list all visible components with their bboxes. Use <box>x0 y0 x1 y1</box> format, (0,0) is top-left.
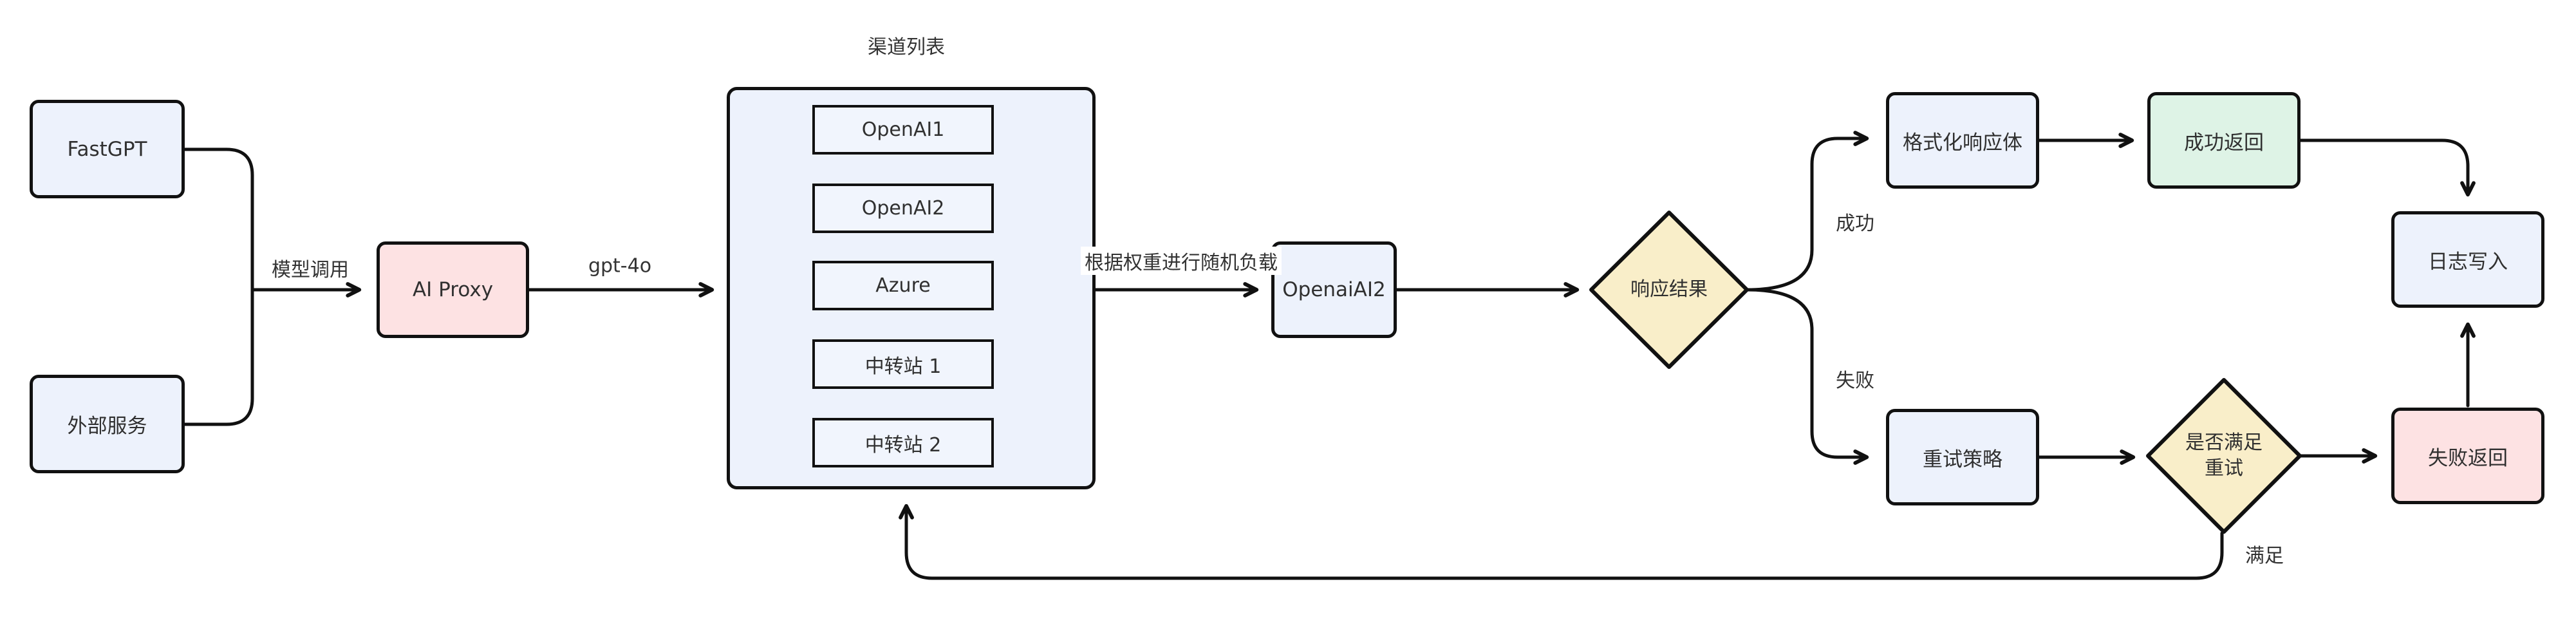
node-external-service: 外部服务 <box>30 375 185 473</box>
node-openaiai2: OpenaiAI2 <box>1271 241 1397 338</box>
node-openai2: OpenAI2 <box>812 184 994 233</box>
node-retry-policy: 重试策略 <box>1886 409 2039 505</box>
edge-label-success: 成功 <box>1832 207 1878 236</box>
node-fail-return: 失败返回 <box>2391 408 2544 504</box>
edge-fastgpt-merge <box>183 147 254 292</box>
node-openai1: OpenAI1 <box>812 105 994 155</box>
node-relay-station-1: 中转站 1 <box>812 339 994 389</box>
edge-success-log <box>2299 138 2476 197</box>
diamond-retry-check <box>2146 378 2302 534</box>
edge-external-merge <box>183 288 254 426</box>
node-format-response-body: 格式化响应体 <box>1886 92 2039 189</box>
edge-check-channels-loop <box>899 504 2224 580</box>
edge-result-format <box>1745 131 1869 292</box>
subgraph-title-channel-list: 渠道列表 <box>868 36 945 59</box>
edge-label-failure: 失败 <box>1832 364 1878 393</box>
node-azure: Azure <box>812 261 994 310</box>
node-ai-proxy: AI Proxy <box>377 241 529 338</box>
label-retry-check: 是否满足 重试 <box>2185 431 2263 480</box>
edge-label-model-call: 模型调用 <box>268 254 353 282</box>
edge-label-weight-load: 根据权重进行随机负载 <box>1081 247 1282 275</box>
edge-label-meet: 满足 <box>2241 540 2288 568</box>
edge-result-retry <box>1745 288 1869 465</box>
node-relay-station-2: 中转站 2 <box>812 418 994 467</box>
label-response-result: 响应结果 <box>1630 278 1708 301</box>
edge-label-gpt-4o: gpt-4o <box>584 254 656 278</box>
node-fastgpt: FastGPT <box>30 100 185 198</box>
diamond-response-result <box>1589 211 1749 369</box>
node-log-write: 日志写入 <box>2391 211 2544 308</box>
node-success-return: 成功返回 <box>2147 92 2301 189</box>
